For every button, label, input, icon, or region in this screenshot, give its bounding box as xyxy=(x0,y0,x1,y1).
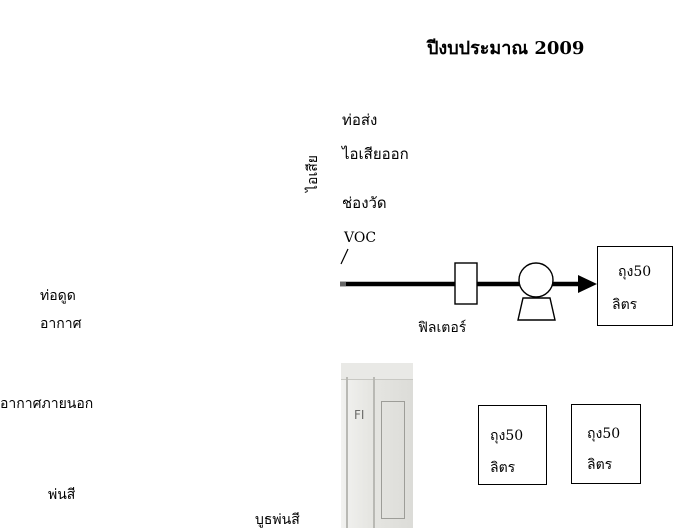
tank-box-main: ถุง50 ลิตร xyxy=(597,246,673,326)
voc-port-label-line2: VOC xyxy=(344,230,377,246)
spray-booth-cabinet-image: FI xyxy=(341,363,413,528)
tank-box-left: ถุง50 ลิตร xyxy=(478,405,547,485)
tank-label-line2: ลิตร xyxy=(612,297,638,313)
tank-label-line2: ลิตร xyxy=(490,460,516,476)
cabinet-label: FI xyxy=(354,408,365,422)
exhaust-pipe-label-line1: ท่อส่ง xyxy=(342,111,378,129)
spray-booth-label: บูธพ่นสี xyxy=(255,512,300,528)
page-title: ปีงบประมาณ 2009 xyxy=(427,38,585,59)
pump-stand-icon xyxy=(517,297,556,321)
outside-air-label: อากาศภายนอก xyxy=(0,396,94,412)
voc-port-label-line1: ช่องวัด xyxy=(342,194,387,212)
filter-label: ฟิลเตอร์ xyxy=(418,320,467,336)
tank-label-line1: ถุง50 xyxy=(618,264,652,280)
exhaust-pipe-label-line2: ไอเสียออก xyxy=(342,145,409,163)
intake-pipe-label-line1: ท่อดูด xyxy=(40,288,76,304)
intake-pipe-label-line2: อากาศ xyxy=(40,316,82,332)
cabinet-seam xyxy=(373,377,375,528)
filter-icon xyxy=(454,262,478,305)
cabinet-top xyxy=(341,363,413,380)
tank-label-line2: ลิตร xyxy=(587,457,613,473)
tank-label-line1: ถุง50 xyxy=(587,426,621,442)
spray-paint-label: พ่นสี xyxy=(48,487,76,503)
cabinet-seam xyxy=(346,377,348,528)
flow-arrow-icon xyxy=(578,275,597,293)
tank-label-line1: ถุง50 xyxy=(490,428,524,444)
cabinet-door xyxy=(381,401,405,519)
pump-icon xyxy=(518,262,554,298)
voc-probe-mark xyxy=(340,248,349,265)
tank-box-right: ถุง50 ลิตร xyxy=(571,404,641,484)
